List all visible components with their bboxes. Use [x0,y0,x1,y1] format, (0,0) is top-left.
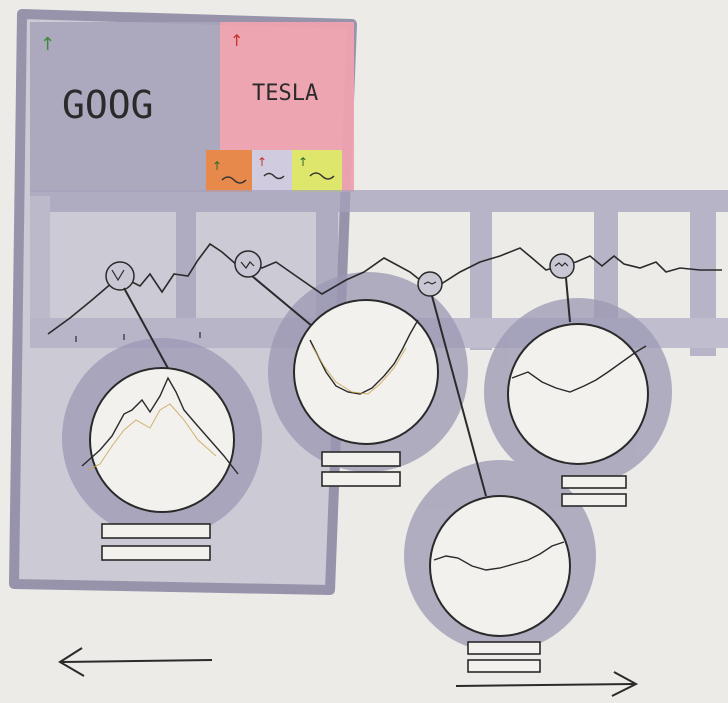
tesla-label: TESLA [252,81,318,106]
right-arrow-icon[interactable] [456,672,636,696]
magnifier-4[interactable] [430,496,570,672]
detail-bar [102,546,210,560]
detail-bar [562,476,626,488]
tesla-trend-icon: ↑ [230,31,243,50]
mini-tile-yellow[interactable]: ↑ [292,150,342,192]
detail-bar [102,524,210,538]
marker-3 [418,272,442,296]
mini-tile-orange[interactable]: ↑ [206,150,252,192]
tesla-tile[interactable]: ↑ TESLA ↑ ↑ ↑ [206,22,354,192]
detail-bar [562,494,626,506]
detail-bar [468,642,540,654]
detail-bar [322,472,400,486]
mini-trend-icon: ↑ [212,159,222,173]
goog-label: GOOG [62,83,154,127]
left-arrow-icon[interactable] [60,648,212,676]
mini-tile-blue[interactable]: ↑ [252,150,292,192]
goog-trend-icon: ↑ [40,34,55,55]
detail-bar [322,452,400,466]
mini-trend-icon: ↑ [298,155,308,169]
mini-trend-icon: ↑ [257,155,267,169]
detail-bar [468,660,540,672]
